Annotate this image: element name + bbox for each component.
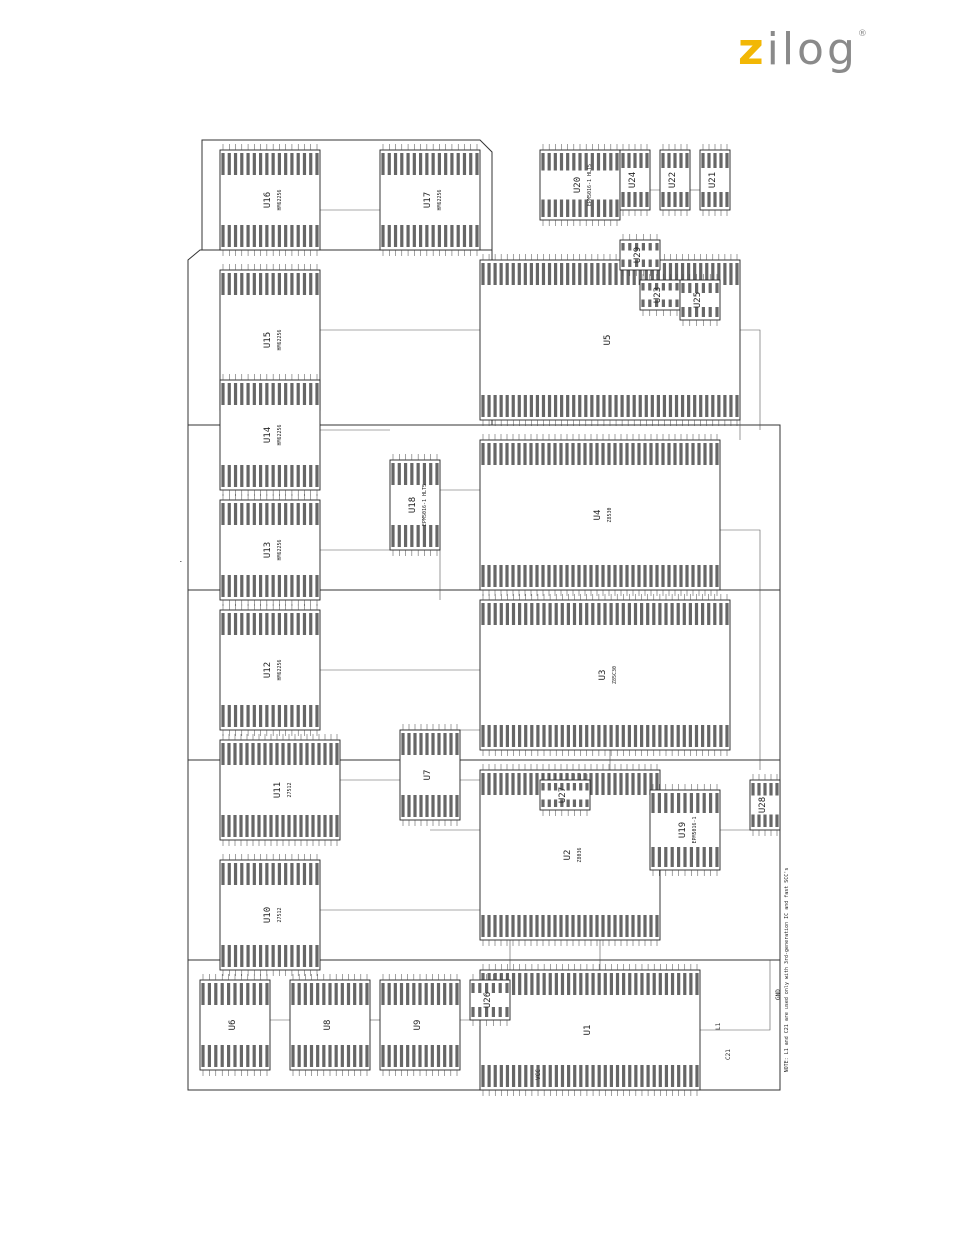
chip-u5: U5 — [479, 254, 741, 426]
chip-ref-label: U11 — [273, 782, 283, 798]
chip-u17: U17 HM62256 — [379, 144, 481, 256]
chip-ref-label: U17 — [423, 192, 433, 208]
label-gnd: GND — [775, 989, 782, 1000]
chip-u19: U19 EPM5016-1 — [649, 784, 721, 876]
chip-ref-label: U10 — [263, 907, 273, 923]
logo-letters: ilog — [766, 24, 858, 75]
chip-u9: U9 — [379, 974, 461, 1076]
chip-part-label: HM62256 — [277, 189, 283, 210]
chip-u1: U1 — [479, 964, 701, 1096]
chip-ref-label: U4 — [593, 510, 603, 521]
chip-ref-label: U8 — [323, 1020, 333, 1031]
frame-section-top — [201, 139, 493, 251]
chip-part-label: 27512 — [287, 782, 293, 797]
chip-u22: U22 — [659, 144, 691, 216]
chip-ref-label: U28 — [758, 797, 768, 813]
chip-u21: U21 — [699, 144, 731, 216]
chip-part-label: HM62256 — [277, 424, 283, 445]
chip-ref-label: U12 — [263, 662, 273, 678]
chip-ref-label: U24 — [628, 172, 638, 188]
logo-registered-mark: ® — [857, 29, 870, 39]
chip-ref-label: U21 — [708, 172, 718, 188]
chip-ref-label: U9 — [413, 1020, 423, 1031]
chip-u3: U3 Z85C30 — [479, 594, 731, 756]
chip-u4: U4 Z8530 — [479, 434, 721, 596]
zilog-logo: zilog® — [738, 28, 870, 72]
chip-ref-label: U19 — [678, 822, 688, 838]
chip-ref-label: U14 — [263, 427, 273, 443]
chip-ref-label: U1 — [583, 1025, 593, 1036]
chip-part-label: HM62256 — [277, 659, 283, 680]
chip-ref-label: U23 — [653, 287, 663, 303]
chip-part-label: HM62256 — [277, 539, 283, 560]
chip-part-label: Z8036 — [577, 847, 583, 862]
chip-part-label: 27512 — [277, 907, 283, 922]
label-vcc: VCC — [535, 1069, 542, 1080]
chip-part-label: HM62256 — [437, 189, 443, 210]
frame-section-6 — [187, 959, 781, 1091]
chip-ref-label: U5 — [603, 335, 613, 346]
chip-u7: U7 — [399, 724, 461, 826]
chip-u14: U14 HM62256 — [219, 374, 321, 496]
chip-part-label: HM62256 — [277, 329, 283, 350]
chip-u18: U18 EPM5016-1 HLT5 — [389, 454, 441, 556]
chip-u26: U26 — [469, 974, 511, 1026]
chip-ref-label: U13 — [263, 542, 273, 558]
chip-ref-label: U29 — [633, 247, 643, 263]
wire — [700, 960, 771, 1031]
chip-part-label: Z8530 — [607, 507, 613, 522]
chip-ref-label: U16 — [263, 192, 273, 208]
chip-u8: U8 — [289, 974, 371, 1076]
note-top2: "pins 3-30" of the SRAM sockets — [180, 454, 182, 566]
chip-u13: U13 HM62256 — [219, 494, 321, 606]
chip-u25: U25 — [679, 274, 721, 326]
chip-ref-label: U26 — [483, 992, 493, 1008]
chip-u29: U29 — [619, 234, 661, 276]
chip-ref-label: U20 — [573, 177, 583, 193]
chip-part-label: Z85C30 — [612, 666, 618, 684]
chip-u27: U27 — [539, 774, 591, 816]
chip-ref-label: U27 — [558, 787, 568, 803]
wire — [720, 529, 761, 770]
chip-ref-label: U6 — [228, 1020, 238, 1031]
label-c21: C21 — [725, 1049, 732, 1060]
chip-ref-label: U18 — [408, 497, 418, 513]
chip-u16: U16 HM62256 — [219, 144, 321, 256]
chip-part-label: EPM5016-1 — [692, 816, 698, 843]
chip-part-label: EPM5016-1 HLT5 — [422, 484, 428, 526]
chip-u20: U20 EPM5016-1 HLT5 — [539, 144, 621, 226]
chip-ref-label: U3 — [598, 670, 608, 681]
chip-u24: U24 — [619, 144, 651, 216]
chip-u23: U23 — [639, 274, 681, 316]
wire — [320, 549, 441, 600]
chip-u11: U11 27512 — [219, 734, 341, 846]
chip-u28: U28 — [749, 774, 781, 836]
wire — [740, 329, 761, 430]
chip-ref-label: U25 — [693, 292, 703, 308]
chip-u12: U12 HM62256 — [219, 604, 321, 736]
chip-u6: U6 — [199, 974, 271, 1076]
label-l1: L1 — [715, 1022, 722, 1030]
chip-part-label: EPM5016-1 HLT5 — [587, 164, 593, 206]
chip-u10: U10 27512 — [219, 854, 321, 976]
note-bottom: NOTE: L1 and C21 are used only with 3rd-… — [784, 868, 790, 1073]
logo-letter-z: z — [738, 24, 767, 75]
chip-ref-label: U7 — [423, 770, 433, 781]
chip-ref-label: U22 — [668, 172, 678, 188]
chip-ref-label: U2 — [563, 850, 573, 861]
chip-ref-label: U15 — [263, 332, 273, 348]
